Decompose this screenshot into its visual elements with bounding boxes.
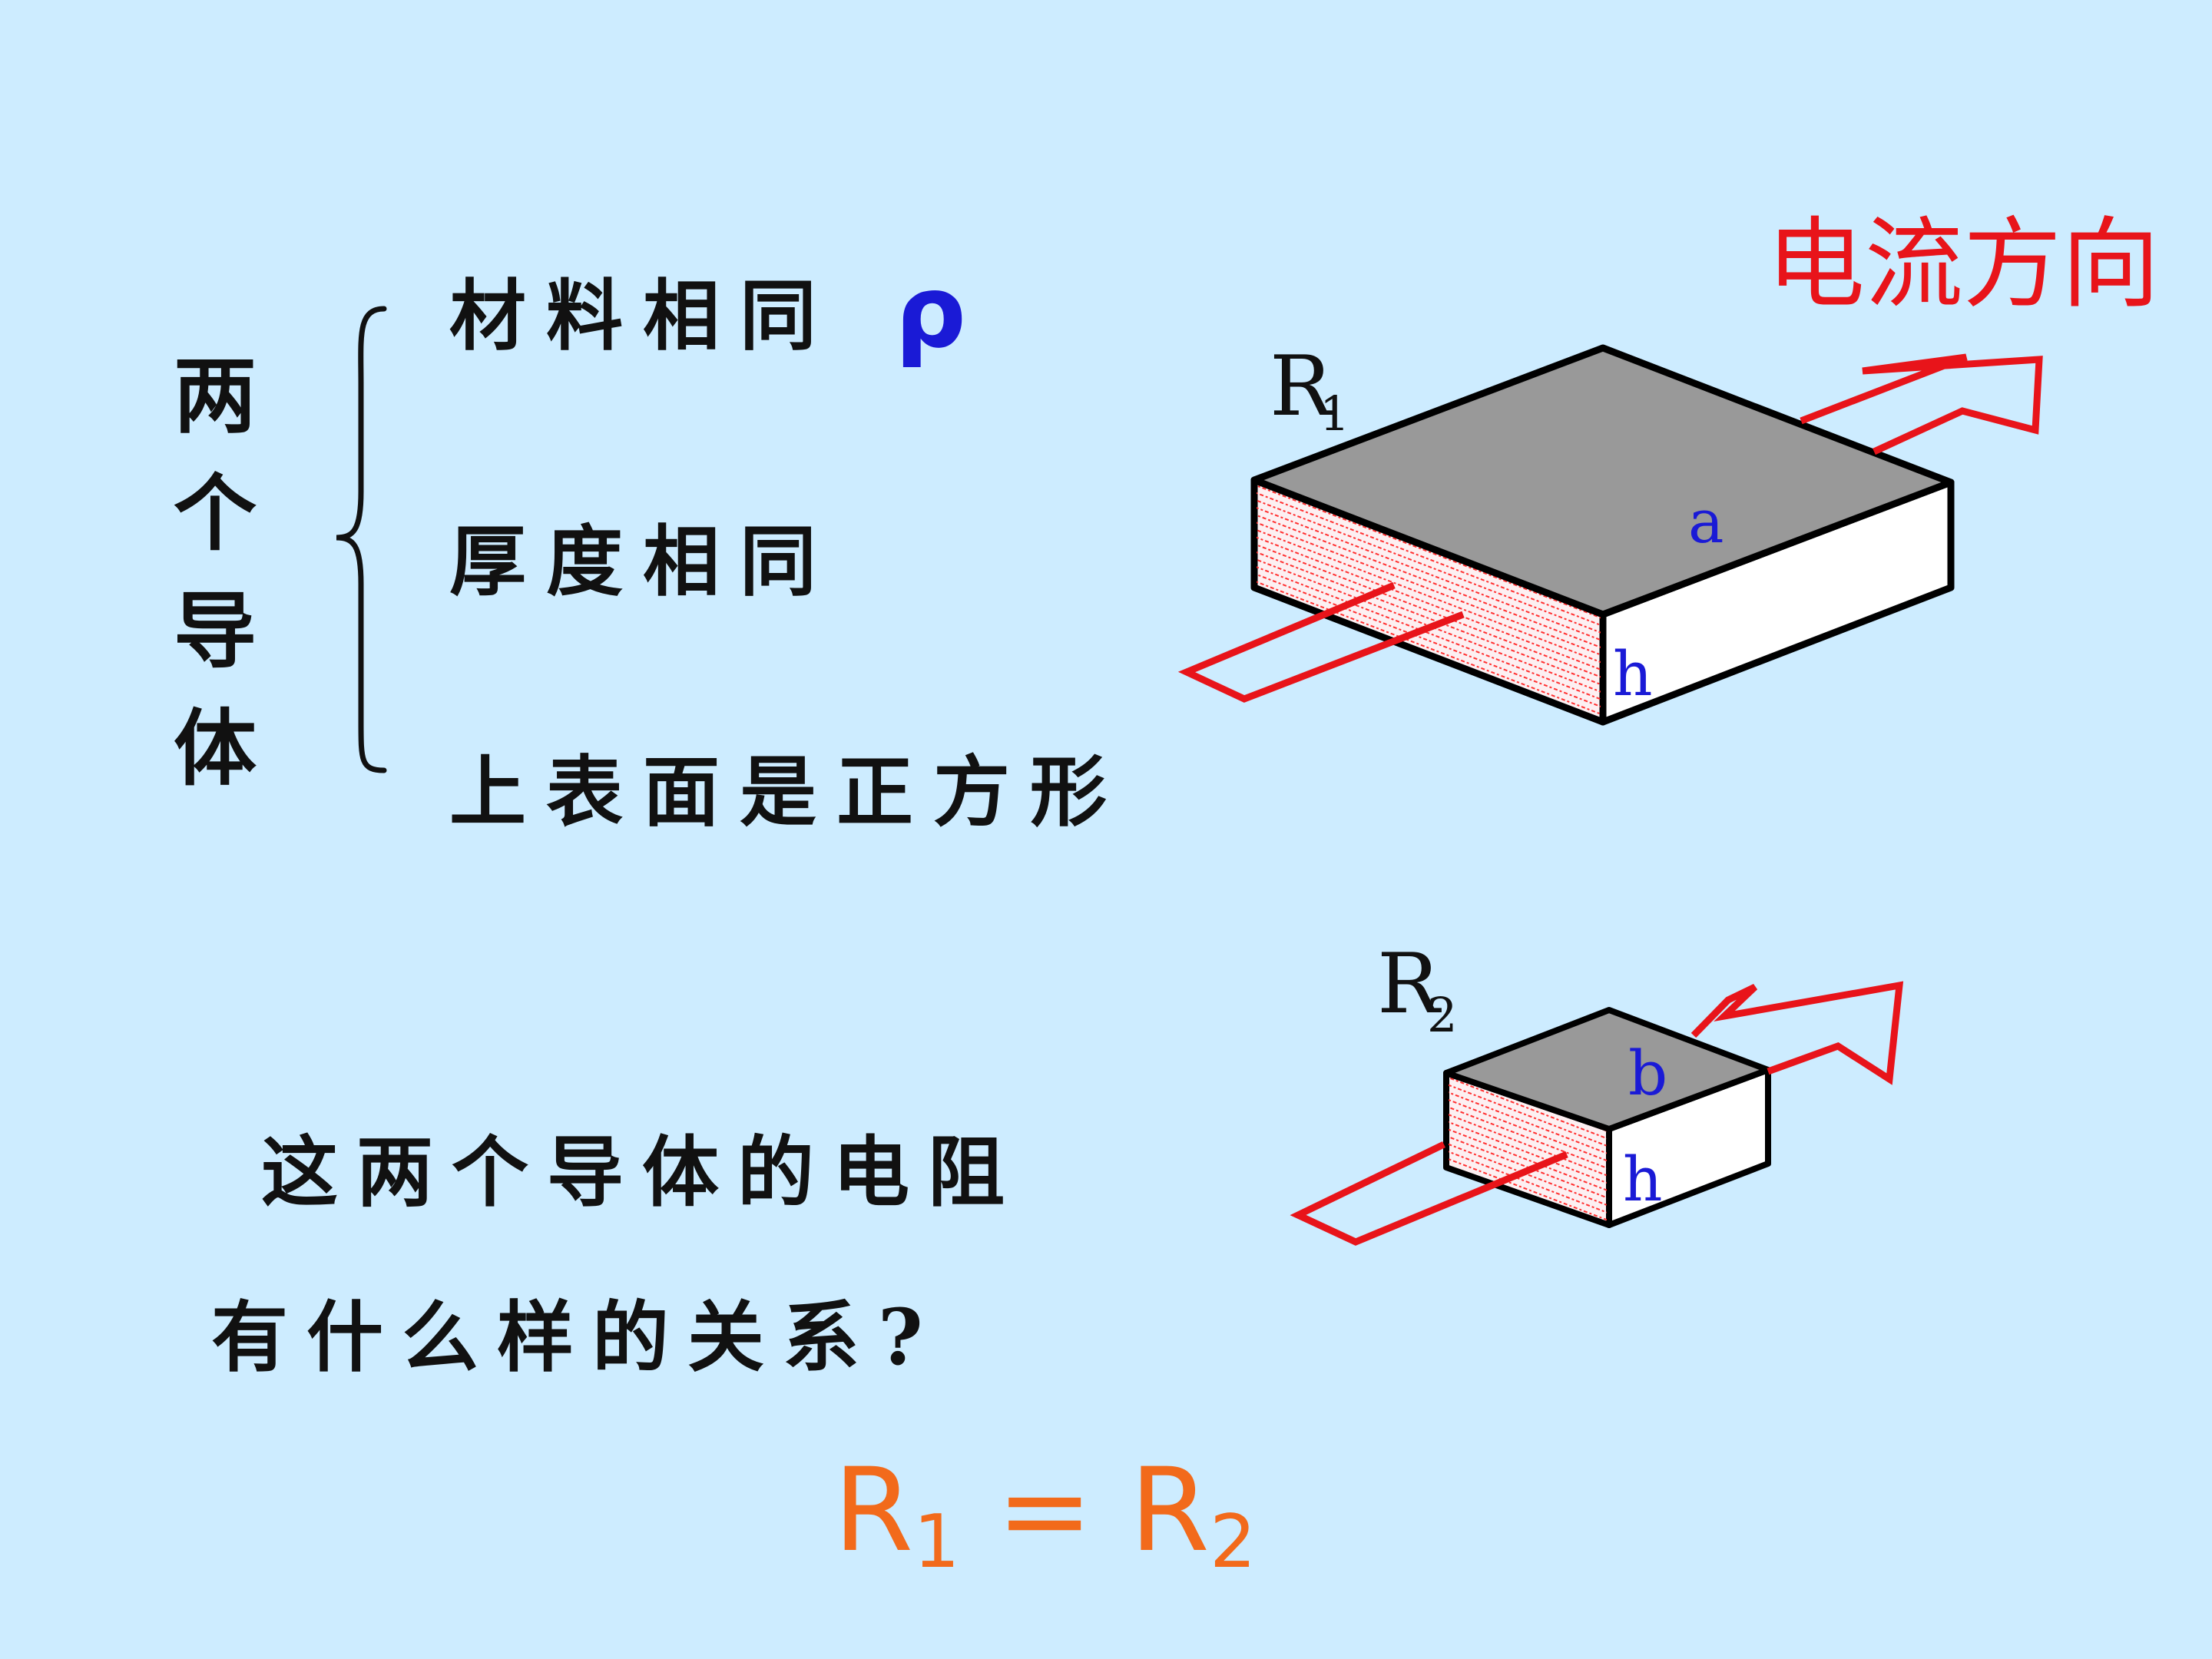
r1-subscript: 1 bbox=[1320, 386, 1349, 442]
r2-subscript: 2 bbox=[1427, 987, 1457, 1043]
thickness-h-label-1: h bbox=[1613, 638, 1653, 710]
property-same-material: 材料相同 bbox=[449, 270, 836, 361]
curly-brace bbox=[336, 306, 387, 773]
question-line-1: 这两个导体的电阻 bbox=[261, 1127, 1023, 1217]
side-a-label: a bbox=[1688, 488, 1724, 557]
current-arrow-1 bbox=[1177, 353, 2043, 703]
rho-symbol: ρ bbox=[895, 253, 967, 370]
property-square-top: 上表面是正方形 bbox=[449, 747, 1127, 837]
conductor-1 bbox=[1250, 344, 1955, 726]
conductor-1-top-face bbox=[1250, 344, 1955, 618]
eq-lhs: R bbox=[833, 1444, 914, 1578]
current-arrow-2 bbox=[1290, 981, 1904, 1246]
conductor-2 bbox=[1443, 1007, 1771, 1228]
eq-lhs-sub: 1 bbox=[913, 1500, 960, 1584]
eq-rhs-sub: 2 bbox=[1209, 1500, 1257, 1584]
title-char: 两 bbox=[173, 348, 257, 445]
conductor-1-front-hatch bbox=[1257, 484, 1601, 720]
r1-label: R bbox=[1270, 339, 1334, 435]
conductor-2-front-hatch bbox=[1449, 1076, 1607, 1223]
thickness-h-label-2: h bbox=[1623, 1144, 1663, 1215]
title-char: 个 bbox=[173, 465, 257, 562]
side-b-label: b bbox=[1628, 1038, 1667, 1109]
title-char: 体 bbox=[173, 700, 257, 797]
title-char: 导 bbox=[173, 583, 257, 680]
vertical-title: 两 个 导 体 bbox=[173, 338, 257, 808]
property-same-thickness: 厚度相同 bbox=[449, 516, 836, 607]
current-direction-label: 电流方向 bbox=[1767, 207, 2161, 322]
r2-label: R bbox=[1377, 936, 1442, 1032]
equation: R1 = R2 bbox=[833, 1444, 1256, 1584]
eq-sign: = bbox=[959, 1444, 1130, 1578]
eq-rhs: R bbox=[1129, 1444, 1210, 1578]
question-line-2: 有什么样的关系? bbox=[211, 1292, 942, 1382]
